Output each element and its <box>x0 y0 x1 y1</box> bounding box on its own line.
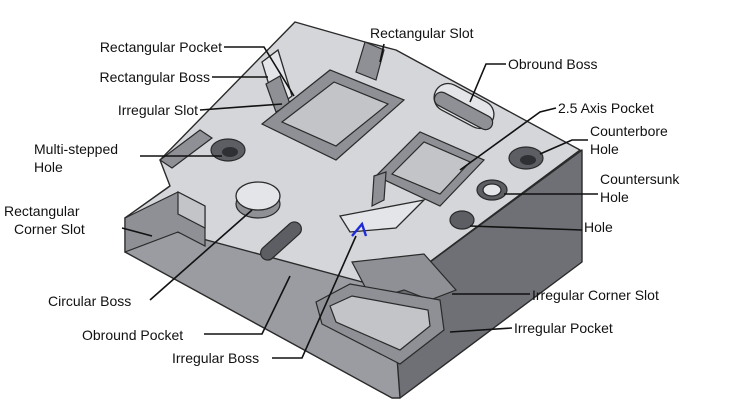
feature-labels: Rectangular Pocket Rectangular Boss Irre… <box>4 25 680 366</box>
rectangular-slot-shape <box>355 41 385 81</box>
label-counterbore-hole-line2: Hole <box>590 141 619 157</box>
countersunk-hole-rim <box>482 183 502 197</box>
leader-circular-boss <box>149 209 253 301</box>
leader-hole <box>469 225 583 231</box>
irregular-boss-marker <box>351 221 368 237</box>
label-irregular-pocket: Irregular Pocket <box>514 320 613 336</box>
leader-axis-pocket <box>459 107 557 171</box>
leader-counterbore-hole <box>539 139 588 155</box>
label-countersunk-hole-line2: Hole <box>600 189 629 205</box>
label-rectangular-corner-slot-line2: Corner Slot <box>14 221 85 237</box>
leader-obround-boss <box>469 63 506 103</box>
irregular-pocket-floor <box>329 295 431 351</box>
rectangular-pocket-floor <box>280 81 390 147</box>
label-obround-pocket: Obround Pocket <box>82 327 183 343</box>
label-irregular-boss: Irregular Boss <box>172 350 259 366</box>
machined-part <box>124 21 583 399</box>
label-irregular-slot: Irregular Slot <box>118 102 198 118</box>
rectangular-corner-slot-floor <box>177 191 206 229</box>
label-rectangular-boss: Rectangular Boss <box>99 69 210 85</box>
circular-boss-shape <box>235 181 281 211</box>
label-circular-boss: Circular Boss <box>48 293 131 309</box>
counterbore-hole-inner <box>520 155 536 165</box>
label-countersunk-hole-line1: Countersunk <box>600 171 680 187</box>
leader-irregular-pocket <box>449 327 513 333</box>
label-axis-pocket: 2.5 Axis Pocket <box>558 100 654 116</box>
multi-step-corner <box>158 129 214 169</box>
label-rectangular-pocket: Rectangular Pocket <box>100 39 222 55</box>
leader-rectangular-pocket <box>224 46 295 97</box>
leader-irregular-boss <box>272 235 357 359</box>
leader-lines <box>121 43 598 359</box>
label-rectangular-corner-slot-line1: Rectangular <box>4 203 80 219</box>
label-multi-stepped-hole-line1: Multi-stepped <box>34 141 118 157</box>
label-multi-stepped-hole-line2: Hole <box>34 159 63 175</box>
label-rectangular-slot: Rectangular Slot <box>370 25 474 41</box>
leader-obround-pocket <box>204 275 291 335</box>
label-hole: Hole <box>584 219 613 235</box>
label-irregular-corner-slot: Irregular Corner Slot <box>532 287 659 303</box>
leader-rectangular-slot <box>379 43 385 63</box>
obround-pocket-shape <box>260 221 302 261</box>
label-obround-boss: Obround Boss <box>508 56 598 72</box>
leader-irregular-slot <box>199 103 283 111</box>
obround-boss-side <box>433 91 494 131</box>
label-counterbore-hole-line1: Counterbore <box>590 123 668 139</box>
irregular-boss-side <box>371 171 387 208</box>
leader-rectangular-corner-slot <box>121 227 153 237</box>
hole-shape <box>449 210 475 230</box>
multi-stepped-hole-inner <box>222 147 238 157</box>
